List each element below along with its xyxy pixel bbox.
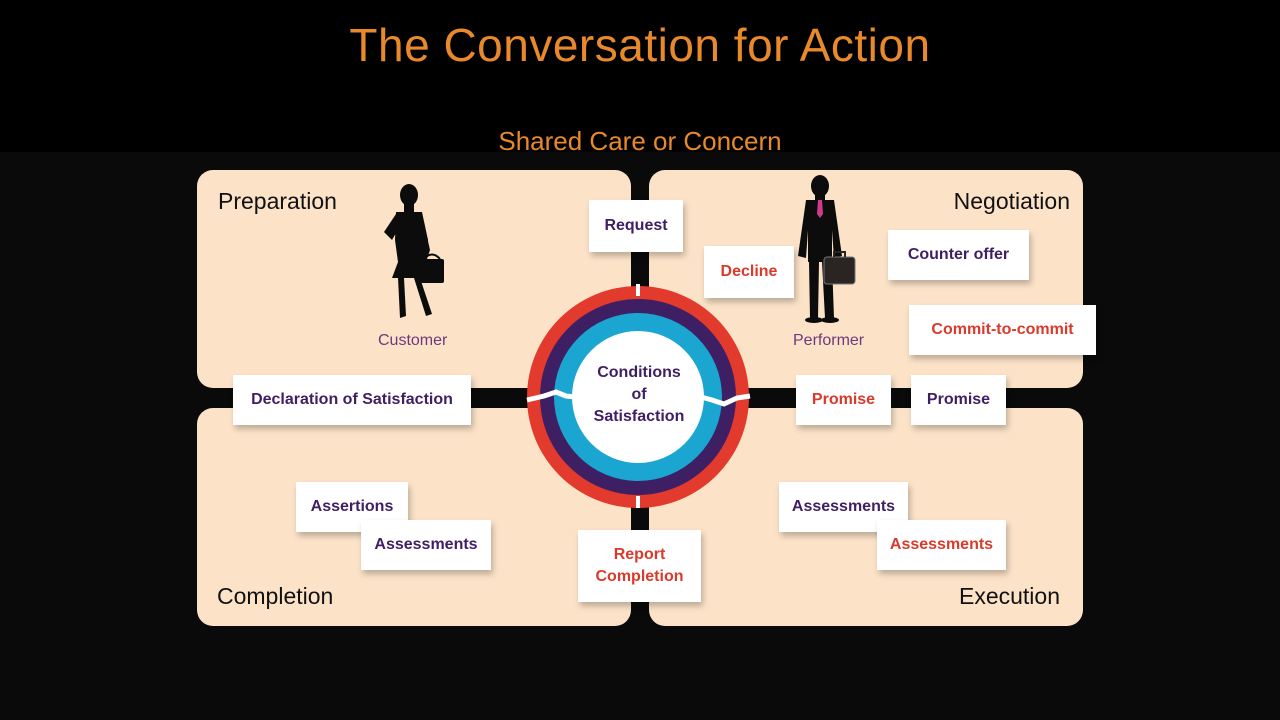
- center-label-line3: Satisfaction: [593, 408, 685, 425]
- conditions-of-satisfaction-rings: [526, 284, 751, 508]
- quadrant-label-preparation: Preparation: [218, 188, 337, 214]
- card-request: Request: [589, 200, 683, 252]
- quadrant-label-execution: Execution: [958, 583, 1060, 609]
- woman-silhouette-icon: [384, 184, 444, 318]
- card-commit-to-commit: Commit-to-commit: [909, 305, 1096, 355]
- card-report-completion-line2: Completion: [595, 568, 684, 585]
- center-label: Conditions of Satisfaction: [578, 362, 700, 428]
- quadrant-label-negotiation: Negotiation: [953, 188, 1070, 214]
- man-silhouette-icon: [798, 175, 856, 323]
- card-report-completion: Report Completion: [578, 530, 701, 602]
- page-title: The Conversation for Action: [349, 19, 931, 71]
- center-label-line1: Conditions: [597, 364, 681, 381]
- card-decline: Decline: [704, 246, 794, 298]
- role-label-performer: Performer: [793, 332, 865, 349]
- page-subtitle: Shared Care or Concern: [498, 126, 782, 156]
- quadrant-label-completion: Completion: [217, 583, 334, 609]
- card-report-completion-line1: Report: [613, 546, 666, 563]
- title-band: [0, 0, 1280, 152]
- card-declaration-of-satisfaction: Declaration of Satisfaction: [233, 375, 471, 425]
- card-counter-offer: Counter offer: [888, 230, 1029, 280]
- card-promise-purple: Promise: [911, 375, 1006, 425]
- card-promise-red: Promise: [796, 375, 891, 425]
- card-assessments-right-red: Assessments: [877, 520, 1006, 570]
- card-assessments-left: Assessments: [361, 520, 491, 570]
- role-label-customer: Customer: [378, 332, 448, 349]
- center-label-line2: of: [631, 386, 647, 403]
